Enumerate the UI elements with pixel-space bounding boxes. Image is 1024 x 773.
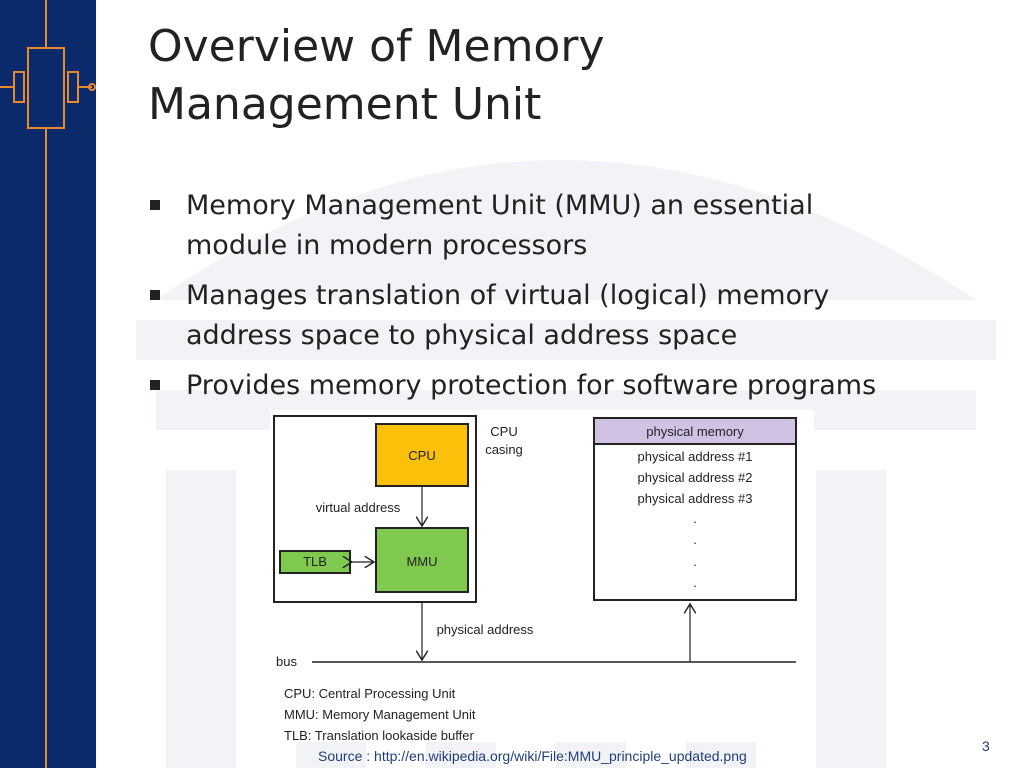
- bullet-square-icon: [150, 290, 160, 300]
- bullet-square-icon: [150, 200, 160, 210]
- physical-memory-box: [593, 417, 797, 601]
- mmu-label: MMU: [406, 554, 437, 569]
- source-citation: Source : http://en.wikipedia.org/wiki/Fi…: [318, 748, 747, 764]
- bullet-item: Memory Management Unit (MMU) an essentia…: [150, 186, 930, 266]
- bullet-text-line2: address space to physical address space: [186, 320, 738, 351]
- legend-mmu: MMU: Memory Management Unit: [284, 707, 476, 722]
- bullet-text-line1: Manages translation of virtual (logical)…: [186, 280, 830, 311]
- physical-address-2: physical address #2: [638, 470, 753, 485]
- tlb-label: TLB: [303, 554, 327, 569]
- ellipsis-dot: .: [693, 575, 697, 590]
- cpu-box: [375, 423, 469, 487]
- slide-title: Overview of Memory Management Unit: [148, 18, 848, 134]
- page-number: 3: [982, 738, 990, 754]
- bullet-text-line2: module in modern processors: [186, 230, 588, 261]
- bullet-list: Memory Management Unit (MMU) an essentia…: [150, 186, 930, 416]
- cpu-casing-label-line2: casing: [485, 442, 523, 457]
- left-decorative-band: [0, 0, 96, 768]
- physical-memory-label: physical memory: [646, 424, 744, 439]
- legend-tlb: TLB: Translation lookaside buffer: [284, 728, 474, 742]
- circuit-decoration-icon: [0, 0, 96, 768]
- bus-label: bus: [276, 654, 297, 669]
- bullet-item: Manages translation of virtual (logical)…: [150, 276, 930, 356]
- physical-memory-header: [593, 417, 797, 445]
- physical-address-1: physical address #1: [638, 449, 753, 464]
- ellipsis-dot: .: [693, 511, 697, 526]
- bullet-text-line1: Provides memory protection for software …: [186, 370, 877, 401]
- slide-title-line2: Management Unit: [148, 79, 542, 130]
- virtual-address-label: virtual address: [316, 500, 401, 515]
- physical-address-3: physical address #3: [638, 491, 753, 506]
- cpu-casing-label-line1: CPU: [490, 424, 517, 439]
- slide-title-line1: Overview of Memory: [148, 21, 605, 72]
- legend-cpu: CPU: Central Processing Unit: [284, 686, 456, 701]
- physical-address-label: physical address: [437, 622, 534, 637]
- ellipsis-dot: .: [693, 532, 697, 547]
- bullet-square-icon: [150, 380, 160, 390]
- bullet-text-line1: Memory Management Unit (MMU) an essentia…: [186, 190, 814, 221]
- bullet-item: Provides memory protection for software …: [150, 366, 930, 406]
- mmu-diagram-svg: CPU casing CPU virtual address MMU TLB p…: [273, 415, 797, 743]
- cpu-label: CPU: [408, 448, 435, 463]
- ellipsis-dot: .: [693, 554, 697, 569]
- mmu-diagram: CPU casing CPU virtual address MMU TLB p…: [270, 410, 814, 743]
- mmu-box: [375, 527, 469, 593]
